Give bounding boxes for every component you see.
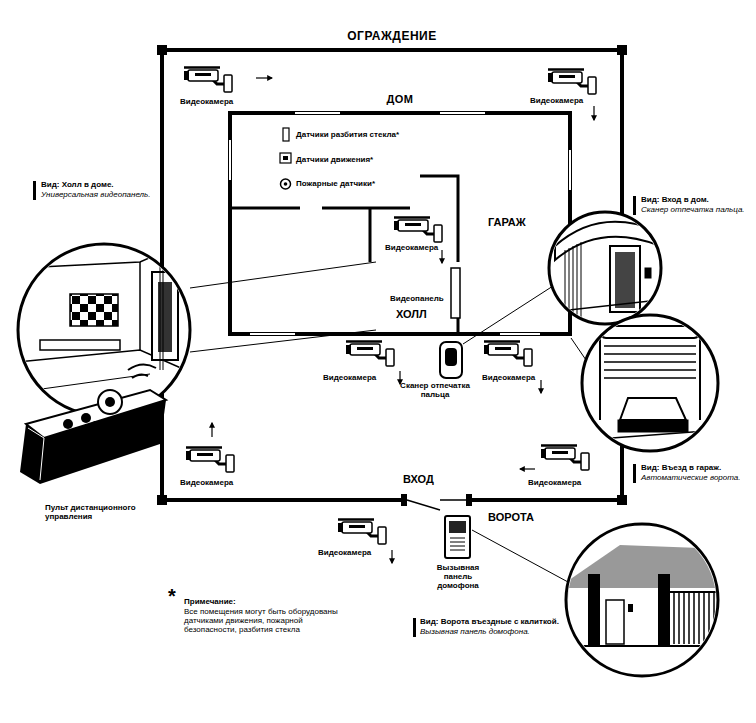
note-text: Все помещения могут быть оборудованы дат… — [184, 607, 346, 635]
view-caption: Автоматические ворота. — [641, 473, 740, 482]
gate-view-inset — [566, 524, 722, 676]
view-caption: Вид: Вход в дом. — [641, 195, 709, 204]
view-caption: Универсальная видеопанель. — [41, 190, 151, 199]
leader-lines — [190, 262, 586, 582]
camera-label: Видеокамера — [482, 373, 535, 382]
gate-symbol — [401, 494, 472, 510]
room-label: ХОЛЛ — [396, 308, 427, 321]
zone-label: ВХОД — [403, 473, 434, 486]
entrance-view-inset — [549, 212, 661, 330]
intercom-panel — [445, 516, 470, 558]
camera-label: Видеокамера — [323, 373, 376, 382]
legend-text: Датчики движения* — [296, 155, 373, 164]
legend-text: Пожарные датчики* — [296, 179, 375, 188]
view-caption: Вызывная панель домофона. — [420, 627, 530, 636]
camera-label: Видеокамера — [180, 478, 233, 487]
view-caption: Вид: Въезд в гараж. — [641, 463, 721, 472]
video-panel-symbol — [451, 268, 460, 318]
view-caption: Сканер отпечатка пальца. — [641, 205, 745, 214]
note-heading: Примечание: — [184, 597, 236, 606]
camera-label: Видеокамера — [180, 97, 233, 106]
region-heading: ДОМ — [383, 93, 416, 106]
garage-view-inset — [582, 315, 720, 451]
fingerprint-scanner — [440, 342, 462, 378]
remote-control — [20, 364, 166, 484]
camera-label: Видеокамера — [530, 96, 583, 105]
hall-view-inset — [18, 240, 190, 416]
camera-label: Видеокамера — [385, 243, 438, 252]
camera-icon — [184, 68, 596, 545]
windows — [227, 110, 573, 337]
house-walls — [232, 176, 458, 332]
camera-label: Видеокамера — [528, 478, 581, 487]
note-mark: * — [168, 585, 176, 608]
legend-text: Датчики разбития стекла* — [296, 130, 399, 139]
camera-label: Видеокамера — [318, 548, 371, 557]
legend-symbols — [280, 128, 291, 189]
camera-direction-arrows — [212, 78, 594, 563]
device-label: Пульт дистанционного управления — [45, 503, 149, 521]
region-heading: ОГРАЖДЕНИЕ — [344, 30, 439, 44]
zone-label: ВОРОТА — [488, 511, 534, 524]
room-label: ГАРАЖ — [488, 216, 526, 229]
view-caption: Вид: Ворота въездные с калиткой. — [420, 617, 559, 626]
view-caption: Вид: Холл в доме. — [41, 180, 114, 189]
device-label: Вызывная панель домофона — [422, 563, 494, 591]
device-label: Сканер отпечатка пальца — [398, 381, 472, 399]
panel-label: Видеопанель — [390, 294, 444, 303]
